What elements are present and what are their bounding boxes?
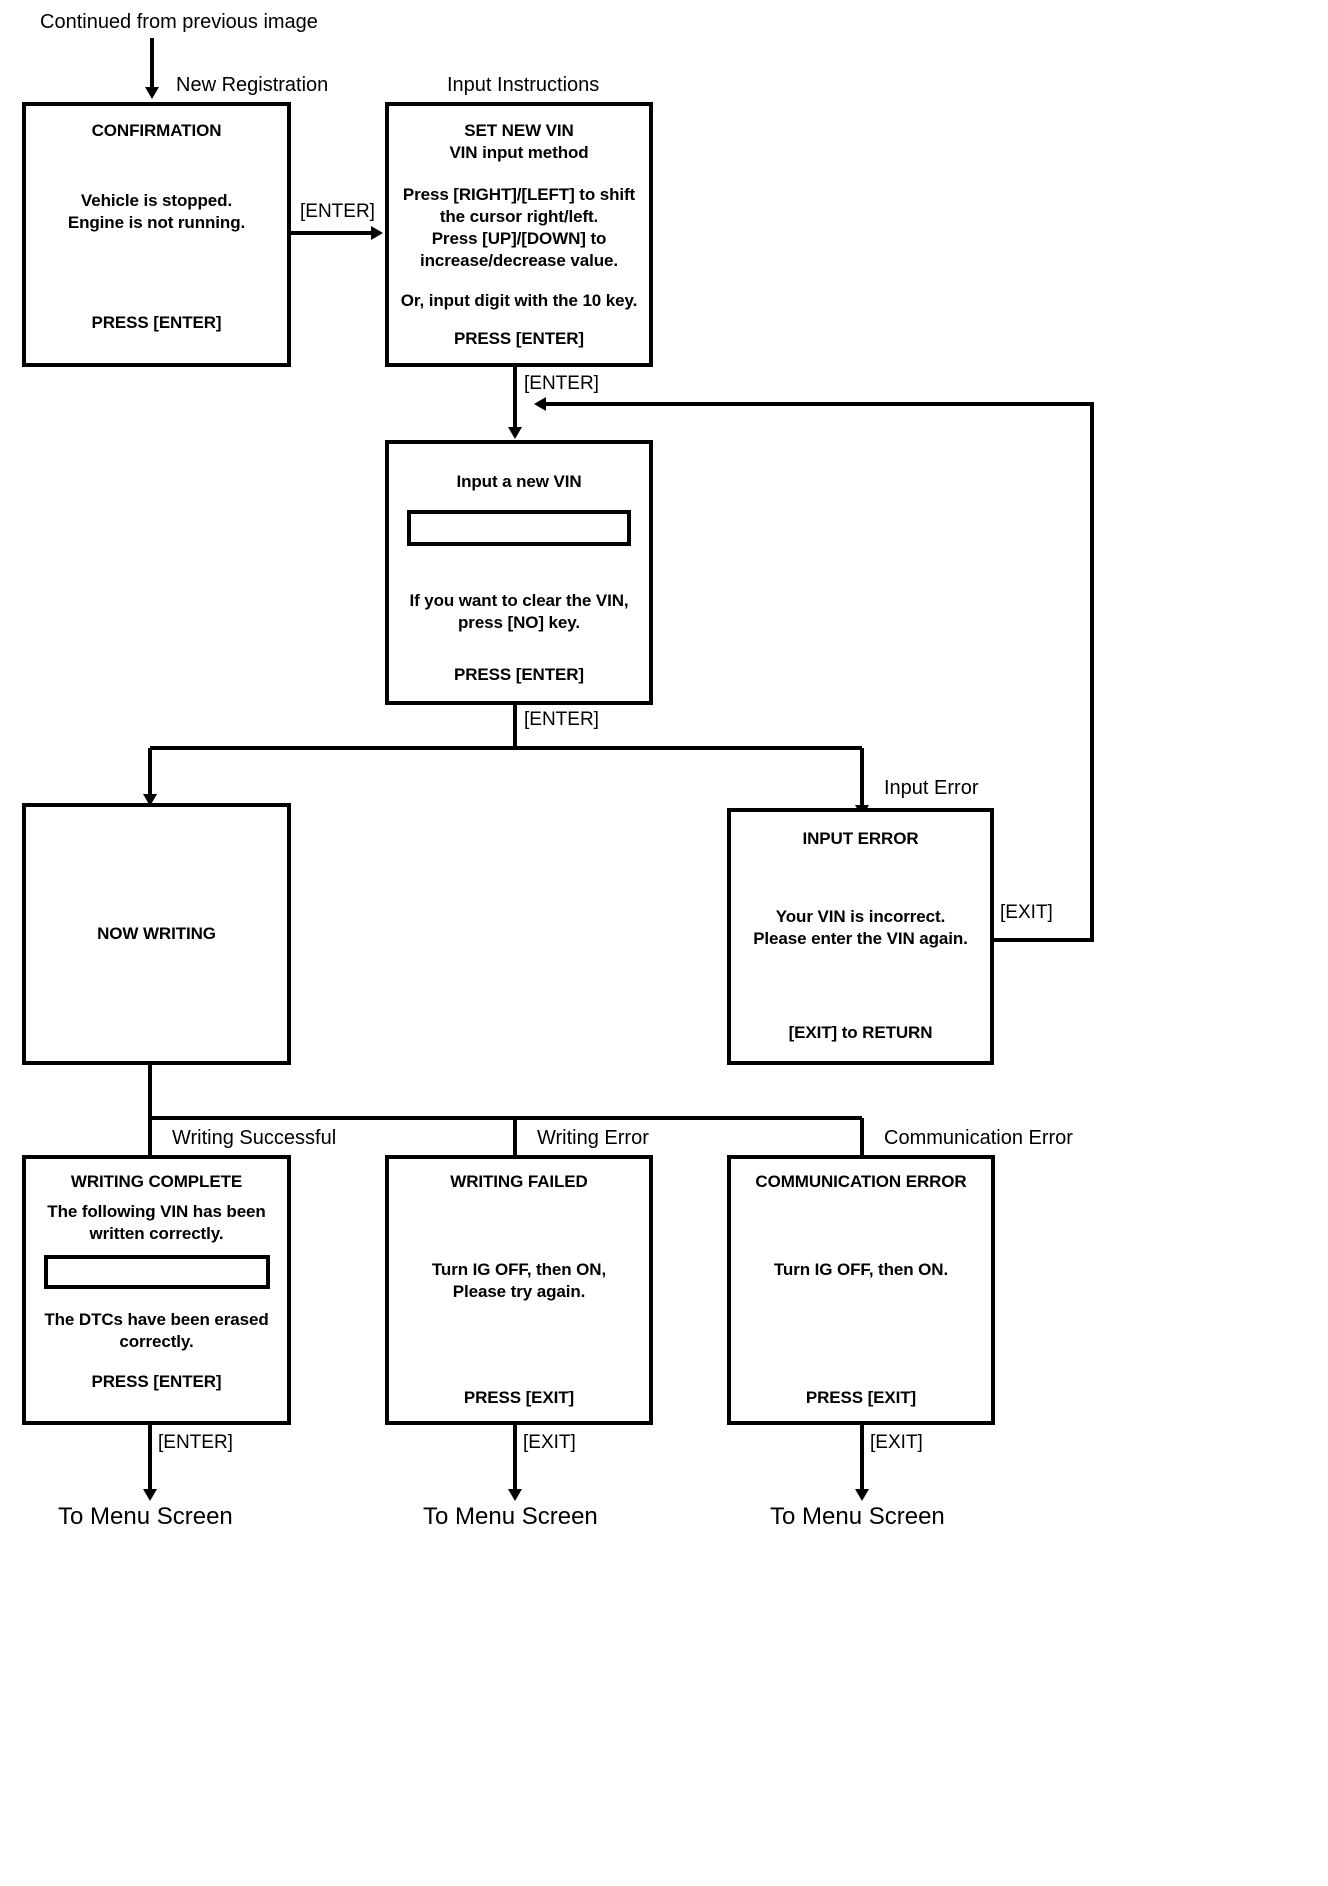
caption-writing-error: Writing Error <box>537 1127 649 1149</box>
edge-label-comm-exit: [EXIT] <box>870 1432 923 1453</box>
writing-complete-title: WRITING COMPLETE <box>70 1172 243 1191</box>
writing-failed-title: WRITING FAILED <box>450 1172 588 1191</box>
input-error-title: INPUT ERROR <box>802 829 919 848</box>
writing-complete-body-1: The following VIN has been <box>47 1202 266 1221</box>
edge-label-failed-exit: [EXIT] <box>523 1432 576 1453</box>
edge-label-input-to-branch: [ENTER] <box>524 709 599 730</box>
vin-input-field[interactable] <box>407 510 631 546</box>
node-writing-complete[interactable]: WRITING COMPLETE The following VIN has b… <box>22 1155 291 1425</box>
writing-complete-body-2: written correctly. <box>89 1224 224 1243</box>
input-error-body-2: Please enter the VIN again. <box>753 929 968 948</box>
setvin-subtitle: VIN input method <box>449 143 589 162</box>
confirmation-title: CONFIRMATION <box>91 121 222 140</box>
writing-failed-body-1: Turn IG OFF, then ON, <box>431 1260 607 1279</box>
writing-complete-body-4: correctly. <box>119 1332 194 1351</box>
caption-communication-error: Communication Error <box>884 1127 1073 1149</box>
setvin-body-2: the cursor right/left. <box>439 207 599 226</box>
writing-failed-footer: PRESS [EXIT] <box>463 1388 575 1407</box>
input-new-vin-title: Input a new VIN <box>456 472 582 491</box>
node-set-new-vin[interactable]: SET NEW VIN VIN input method Press [RIGH… <box>385 102 653 367</box>
caption-input-error: Input Error <box>884 777 979 799</box>
written-vin-field[interactable] <box>43 1255 270 1289</box>
setvin-footer: PRESS [ENTER] <box>454 329 584 348</box>
writing-failed-body-2: Please try again. <box>452 1282 586 1301</box>
setvin-title: SET NEW VIN <box>464 121 574 140</box>
node-communication-error[interactable]: COMMUNICATION ERROR Turn IG OFF, then ON… <box>727 1155 995 1425</box>
confirmation-body-2: Engine is not running. <box>67 213 246 232</box>
terminal-to-menu-screen-2: To Menu Screen <box>423 1503 598 1530</box>
setvin-body-5: Or, input digit with the 10 key. <box>400 291 638 310</box>
input-new-vin-body-1: If you want to clear the VIN, <box>409 591 629 610</box>
edge-label-complete-enter: [ENTER] <box>158 1432 233 1453</box>
input-error-body-1: Your VIN is incorrect. <box>775 907 946 926</box>
communication-error-footer: PRESS [EXIT] <box>805 1388 917 1407</box>
node-input-error[interactable]: INPUT ERROR Your VIN is incorrect. Pleas… <box>727 808 994 1065</box>
node-confirmation[interactable]: CONFIRMATION Vehicle is stopped. Engine … <box>22 102 291 367</box>
setvin-body-4: increase/decrease value. <box>420 251 618 270</box>
setvin-body-3: Press [UP]/[DOWN] to <box>431 229 607 248</box>
caption-writing-successful: Writing Successful <box>172 1127 337 1149</box>
node-now-writing[interactable]: NOW WRITING <box>22 803 291 1065</box>
terminal-to-menu-screen-3: To Menu Screen <box>770 1503 945 1530</box>
input-new-vin-footer: PRESS [ENTER] <box>454 665 584 684</box>
node-writing-failed[interactable]: WRITING FAILED Turn IG OFF, then ON, Ple… <box>385 1155 653 1425</box>
communication-error-title: COMMUNICATION ERROR <box>755 1172 967 1191</box>
communication-error-body-1: Turn IG OFF, then ON. <box>773 1260 949 1279</box>
edge-label-input-error-exit: [EXIT] <box>1000 902 1053 923</box>
confirmation-footer: PRESS [ENTER] <box>91 313 222 332</box>
caption-new-registration: New Registration <box>176 74 329 96</box>
caption-input-instructions: Input Instructions <box>447 74 600 96</box>
continued-note: Continued from previous image <box>40 11 318 33</box>
edge-label-setvin-to-input: [ENTER] <box>524 373 599 394</box>
writing-complete-footer: PRESS [ENTER] <box>91 1372 222 1391</box>
confirmation-body-1: Vehicle is stopped. <box>80 191 233 210</box>
writing-complete-body-3: The DTCs have been erased <box>44 1310 269 1329</box>
input-new-vin-body-2: press [NO] key. <box>458 613 580 632</box>
now-writing-title: NOW WRITING <box>97 924 216 943</box>
setvin-body-1: Press [RIGHT]/[LEFT] to shift <box>402 185 636 204</box>
terminal-to-menu-screen-1: To Menu Screen <box>58 1503 233 1530</box>
node-input-new-vin[interactable]: Input a new VIN If you want to clear the… <box>385 440 653 705</box>
edge-label-confirm-to-setvin: [ENTER] <box>300 201 375 222</box>
input-error-footer: [EXIT] to RETURN <box>788 1023 933 1042</box>
